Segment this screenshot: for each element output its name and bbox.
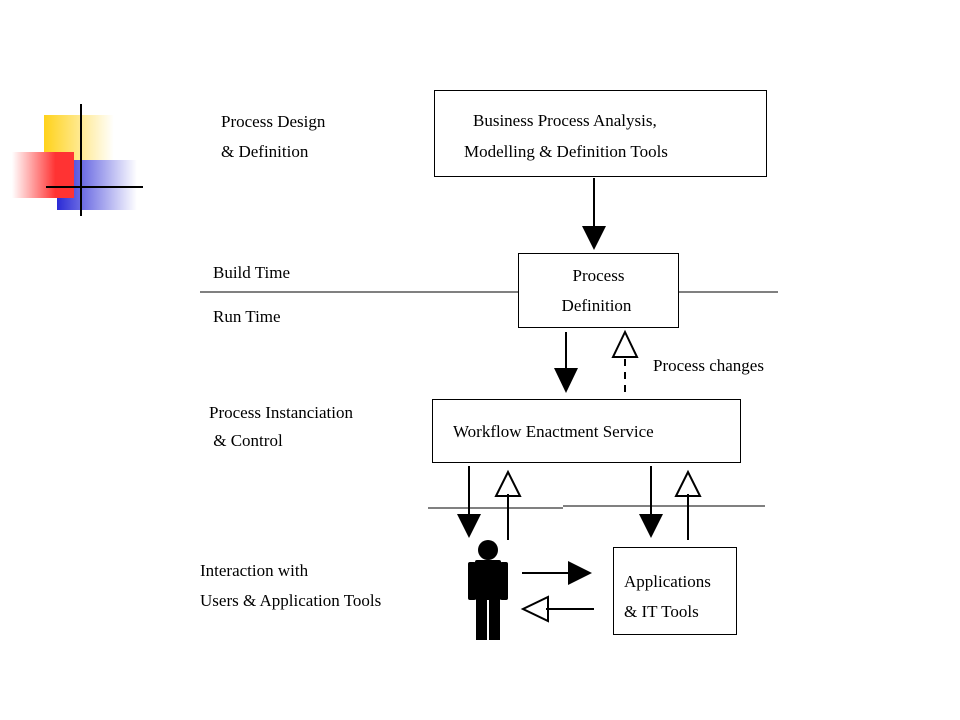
label-interaction: Interaction with Users & Application Too… (200, 556, 381, 616)
box-analysis-tools-line2: Modelling & Definition Tools (464, 142, 668, 161)
logo-red-square (12, 152, 74, 198)
box-applications: Applications & IT Tools (613, 547, 737, 635)
arrow-definition-to-enactment (554, 332, 578, 393)
label-build-time: Build Time (213, 263, 291, 282)
label-process-design: Process Design & Definition (221, 107, 325, 167)
label-instanciation-line2: & Control (209, 431, 283, 450)
arrow-tools-to-definition (582, 178, 606, 250)
label-instanciation: Process Instanciation & Control (209, 399, 353, 455)
box-applications-line2: & IT Tools (624, 602, 699, 621)
arrow-user-to-applications (522, 561, 592, 585)
person-icon (468, 540, 508, 640)
box-process-definition-line2: Definition (561, 296, 632, 315)
box-process-definition-line1: Process (572, 266, 625, 285)
arrow-applications-to-user (520, 595, 594, 623)
arrow-user-to-enactment (494, 469, 522, 540)
arrow-process-changes (611, 329, 639, 392)
arrow-enactment-to-applications (639, 466, 663, 538)
label-interaction-line2: Users & Application Tools (200, 591, 382, 610)
label-instanciation-line1: Process Instanciation (209, 403, 353, 422)
box-enactment-service-label: Workflow Enactment Service (453, 422, 654, 441)
arrow-applications-to-enactment (674, 469, 702, 540)
label-interaction-line1: Interaction with (200, 561, 309, 580)
label-process-design-line1: Process Design (221, 112, 326, 131)
label-process-design-line2: & Definition (221, 142, 309, 161)
box-enactment-service: Workflow Enactment Service (432, 399, 741, 463)
box-analysis-tools: Business Process Analysis, Modelling & D… (434, 90, 767, 177)
arrow-enactment-to-user (457, 466, 481, 538)
box-applications-line1: Applications (624, 572, 711, 591)
box-analysis-tools-line1: Business Process Analysis, (473, 111, 657, 130)
label-run-time: Run Time (213, 307, 281, 326)
annotation-process-changes: Process changes (653, 356, 764, 375)
box-process-definition: Process Definition (518, 253, 679, 328)
